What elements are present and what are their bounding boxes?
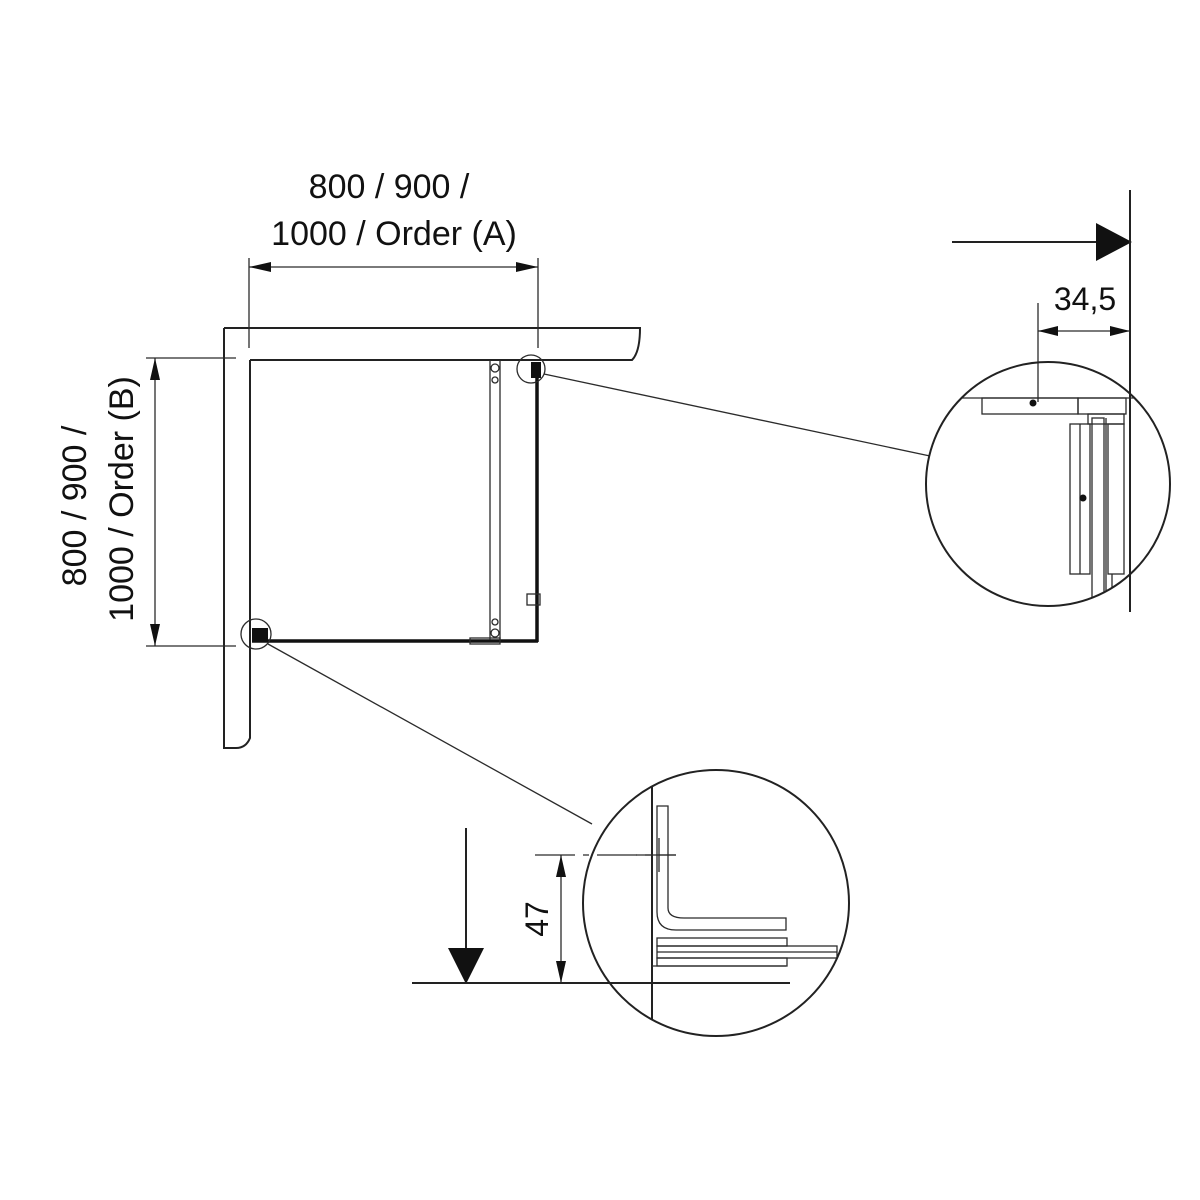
detail-view-top: 34,5 bbox=[925, 190, 1171, 612]
dimension-width: 800 / 900 / 1000 / Order (A) bbox=[248, 168, 539, 348]
width-label-line2: 1000 / Order (A) bbox=[271, 215, 517, 253]
detail-circle-top bbox=[925, 361, 1171, 607]
detail-marker-bottom bbox=[240, 618, 272, 650]
door-handle bbox=[526, 593, 541, 606]
offset-47-label: 47 bbox=[519, 901, 555, 937]
shower-enclosure bbox=[240, 354, 546, 650]
depth-label-line2: 1000 / Order (B) bbox=[103, 376, 141, 622]
detail-marker-top bbox=[516, 354, 546, 384]
dimension-depth: 800 / 900 / 1000 / Order (B) bbox=[56, 357, 236, 647]
wall-profile-top bbox=[531, 362, 541, 378]
wall-outline bbox=[223, 327, 642, 749]
leader-line-bottom bbox=[267, 643, 593, 825]
bar-bracket bbox=[469, 637, 501, 645]
leader-line-top bbox=[543, 373, 931, 457]
wall-profile-bottom bbox=[252, 628, 268, 640]
width-label-line1: 800 / 900 / bbox=[309, 168, 470, 206]
offset-34-5-label: 34,5 bbox=[1054, 281, 1116, 317]
detail-view-bottom: 47 bbox=[412, 769, 850, 1037]
depth-label-line1: 800 / 900 / bbox=[56, 425, 94, 586]
detail-circle-bottom bbox=[582, 769, 850, 1037]
